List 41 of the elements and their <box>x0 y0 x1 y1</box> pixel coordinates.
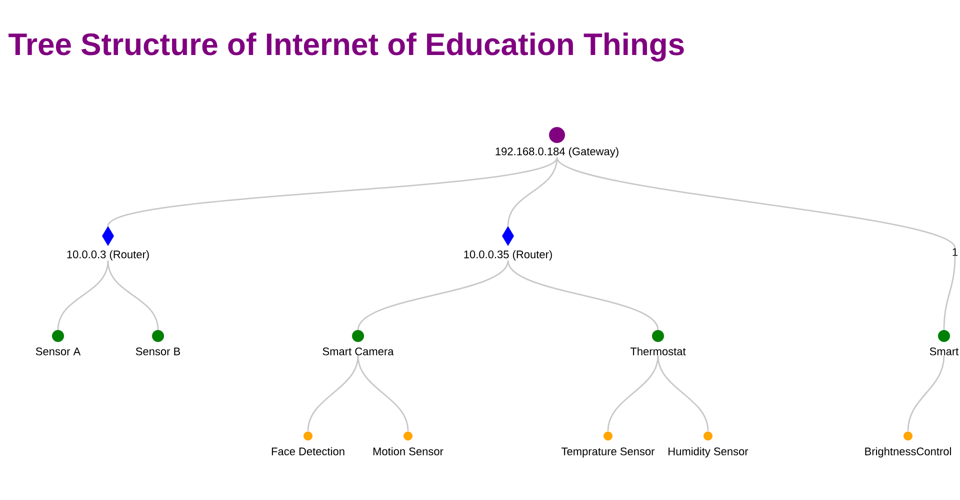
sensor-node: Humidity Sensor <box>668 432 748 458</box>
node-label: 10.0.0.35 (Router) <box>464 250 552 260</box>
node-label: Face Detection <box>272 447 344 456</box>
node-label: Sensor A <box>36 348 81 356</box>
sensor-node: BrightnessControl <box>865 432 951 458</box>
node-label: BrightnessControl <box>865 447 951 458</box>
tree-link <box>507 260 659 330</box>
tree-link <box>357 260 509 330</box>
device-node: Smart <box>930 330 959 356</box>
tree-link <box>357 355 409 432</box>
device-node: Thermostat <box>630 330 686 356</box>
sensor-node: Motion Sensor <box>373 432 444 456</box>
tree-link <box>943 256 956 330</box>
tree-link <box>57 260 109 330</box>
node-label: Humidity Sensor <box>668 447 748 458</box>
tree-link <box>507 158 558 226</box>
tree-link <box>556 157 956 248</box>
node-label: Motion Sensor <box>373 447 444 456</box>
node-label: Thermostat <box>630 347 686 356</box>
node-label: Temprature Sensor <box>561 448 655 458</box>
tree-link <box>657 355 709 432</box>
tree-link <box>307 355 359 432</box>
node-label: Smart Camera <box>322 348 394 356</box>
router-node: 10.0.0.35 (Router) <box>464 226 552 260</box>
node-label: 1 <box>952 248 958 256</box>
node-label: 192.168.0.184 (Gateway) <box>496 147 618 158</box>
router-node: 10.0.0.3 (Router) <box>67 226 149 260</box>
title: Tree Structure of Internet of Education Things <box>8 32 684 62</box>
device-node: Smart Camera <box>322 330 394 356</box>
device-node: Sensor A <box>36 330 81 356</box>
tree-link <box>607 355 659 432</box>
gateway-node: 192.168.0.184 (Gateway) <box>496 127 618 158</box>
node-label: Sensor B <box>136 348 180 356</box>
tree-link <box>107 260 159 330</box>
sensor-node: Face Detection <box>272 432 344 456</box>
tree-link <box>907 355 945 432</box>
sensor-node: Temprature Sensor <box>561 432 655 458</box>
node-label: 10.0.0.3 (Router) <box>67 250 149 260</box>
device-node: Sensor B <box>136 330 180 356</box>
tree-link <box>108 157 558 227</box>
node-label: Smart <box>930 348 959 356</box>
